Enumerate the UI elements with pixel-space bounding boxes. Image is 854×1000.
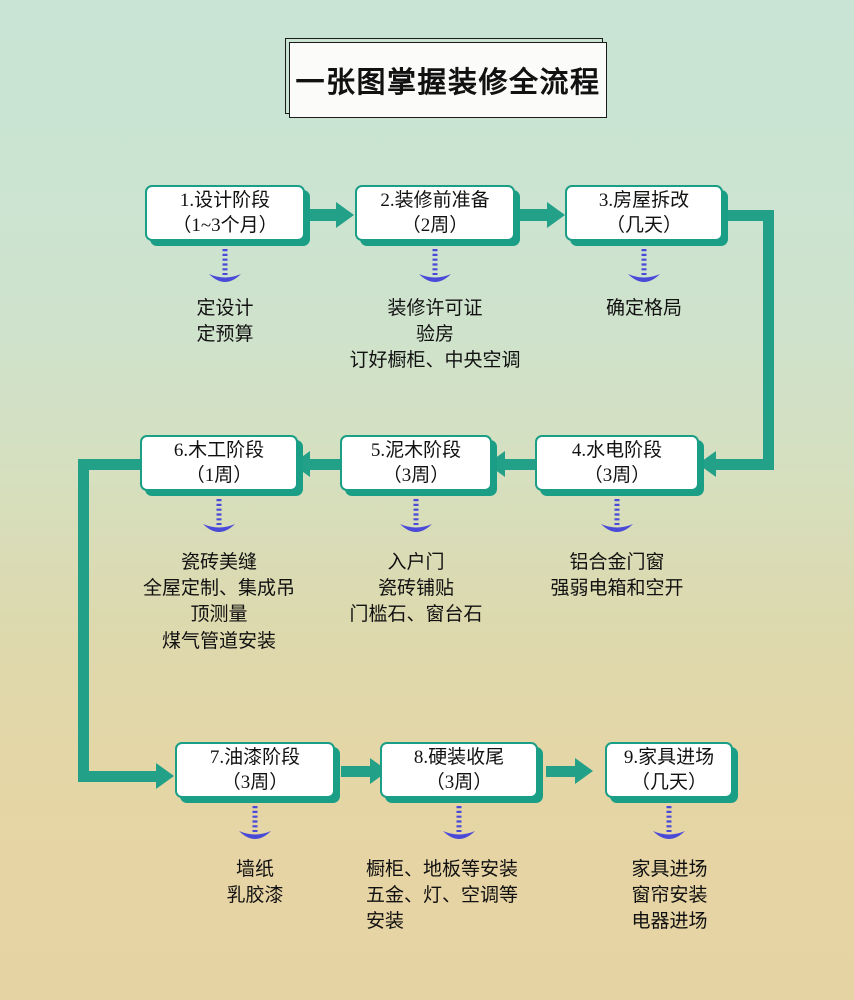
annotation-stage-7-line-1: 墙纸 (235, 859, 274, 880)
connector-8-to-9-line (546, 766, 576, 777)
node-stage-9[interactable]: 9.家具进场 （几天） (605, 742, 733, 798)
node-stage-2[interactable]: 2.装修前准备 （2周） (355, 185, 515, 241)
connector-2-to-3-arrowhead (547, 202, 565, 228)
annotation-stage-2-line-3: 订好橱柜、中央空调 (349, 350, 521, 372)
node-stage-4-name: 4.水电阶段 (571, 439, 663, 461)
annotation-stage-9-line-3: 电器进场 (631, 911, 708, 933)
connector-6-to-7-arrowhead (156, 763, 174, 789)
node-stage-5[interactable]: 5.泥木阶段 （3周） (340, 435, 492, 491)
node-stage-3[interactable]: 3.房屋拆改 （几天） (565, 185, 723, 241)
connector-7-to-8-line (341, 766, 371, 777)
title-outline-front (289, 42, 607, 118)
node-stage-7-name: 7.油漆阶段 (209, 746, 301, 768)
annotation-stage-4-line-1: 铝合金门窗 (569, 552, 665, 573)
node-stage-7-duration: （3周） (221, 772, 289, 793)
connector-4-to-5-line (505, 459, 537, 470)
annotation-stage-9-line-2: 窗帘安装 (631, 885, 708, 907)
connector-5-to-6-line (310, 459, 342, 470)
annotation-stage-6-line-1: 瓷砖美缝 (180, 552, 257, 573)
node-stage-8[interactable]: 8.硬装收尾 （3周） (380, 742, 538, 798)
node-stage-3-name: 3.房屋拆改 (598, 189, 690, 211)
connector-8-to-9-arrowhead (575, 758, 593, 784)
annotation-stage-7: 墙纸 乳胶漆 (175, 857, 335, 909)
dotted-arrow-stage-7 (239, 806, 271, 839)
annotation-stage-3: 确定格局 (564, 296, 724, 322)
annotation-stage-4: 铝合金门窗 强弱电箱和空开 (527, 550, 707, 602)
node-stage-9-duration: （几天） (630, 772, 707, 793)
node-stage-5-name: 5.泥木阶段 (370, 439, 462, 461)
dotted-arrow-stage-6 (203, 499, 235, 532)
connector-3-to-4-vertical (763, 210, 774, 470)
node-stage-6[interactable]: 6.木工阶段 （1周） (140, 435, 298, 491)
connector-1-to-2-line (305, 209, 337, 221)
annotation-stage-2: 装修许可证 验房 订好橱柜、中央空调 (315, 296, 555, 375)
annotation-stage-8-line-2: 五金、灯、空调等 (366, 885, 519, 907)
annotation-stage-1-line-2: 定预算 (196, 324, 254, 346)
node-stage-4-duration: （3周） (583, 465, 651, 486)
annotation-stage-3-line-1: 确定格局 (605, 298, 682, 319)
connector-6-to-7-horizontal-top (78, 459, 144, 470)
dotted-arrow-stage-9 (653, 806, 685, 839)
annotation-stage-8-line-1: 橱柜、地板等安装 (366, 859, 519, 880)
node-stage-5-duration: （3周） (382, 465, 450, 486)
connector-6-to-7-vertical (78, 459, 89, 777)
chart-title: 一张图掌握装修全流程 (285, 38, 609, 120)
annotation-stage-1-line-1: 定设计 (196, 298, 254, 319)
node-stage-6-name: 6.木工阶段 (173, 439, 265, 461)
node-stage-6-duration: （1周） (185, 465, 253, 486)
annotation-stage-6-line-2: 全屋定制、集成吊 (142, 578, 295, 600)
connector-1-to-2-arrowhead (336, 202, 354, 228)
dotted-arrow-stage-5 (400, 499, 432, 532)
annotation-stage-6-line-3: 顶测量 (190, 604, 248, 626)
dotted-arrow-stage-3 (628, 249, 660, 282)
dotted-arrow-stage-4 (601, 499, 633, 532)
annotation-stage-6-line-4: 煤气管道安装 (161, 630, 276, 652)
node-stage-1-duration: （1~3个月） (172, 215, 278, 236)
node-stage-4[interactable]: 4.水电阶段 （3周） (535, 435, 699, 491)
node-stage-1[interactable]: 1.设计阶段 （1~3个月） (145, 185, 305, 241)
dotted-arrow-stage-2 (419, 249, 451, 282)
connector-3-to-4-horizontal-bottom (716, 459, 774, 470)
node-stage-8-name: 8.硬装收尾 (413, 746, 505, 768)
annotation-stage-2-line-1: 装修许可证 (387, 298, 483, 319)
annotation-stage-6: 瓷砖美缝 全屋定制、集成吊 顶测量 煤气管道安装 (119, 550, 319, 655)
node-stage-2-duration: （2周） (401, 215, 469, 236)
connector-3-to-4-horizontal-top (722, 210, 774, 221)
annotation-stage-2-line-2: 验房 (415, 324, 454, 346)
node-stage-2-name: 2.装修前准备 (380, 189, 490, 211)
node-stage-1-name: 1.设计阶段 (179, 189, 271, 211)
annotation-stage-8-line-3: 安装 (366, 911, 405, 933)
node-stage-9-name: 9.家具进场 (623, 746, 715, 768)
annotation-stage-1: 定设计 定预算 (145, 296, 305, 348)
node-stage-8-duration: （3周） (425, 772, 493, 793)
node-stage-3-duration: （几天） (605, 215, 682, 236)
annotation-stage-8: 橱柜、地板等安装 五金、灯、空调等 安装 (366, 857, 566, 936)
chart-title-text: 一张图掌握装修全流程 (295, 65, 601, 99)
annotation-stage-9-line-1: 家具进场 (631, 859, 708, 880)
connector-2-to-3-line (516, 209, 548, 221)
annotation-stage-5-line-1: 入户门 (387, 552, 445, 573)
annotation-stage-5-line-2: 瓷砖铺贴 (377, 578, 454, 600)
annotation-stage-9: 家具进场 窗帘安装 电器进场 (592, 857, 747, 936)
annotation-stage-7-line-2: 乳胶漆 (226, 885, 284, 907)
annotation-stage-4-line-2: 强弱电箱和空开 (550, 578, 684, 600)
connector-6-to-7-horizontal-bottom (78, 771, 158, 782)
annotation-stage-5: 入户门 瓷砖铺贴 门槛石、窗台石 (336, 550, 496, 629)
node-stage-7[interactable]: 7.油漆阶段 （3周） (175, 742, 335, 798)
dotted-arrow-stage-8 (443, 806, 475, 839)
annotation-stage-5-line-3: 门槛石、窗台石 (349, 604, 483, 626)
dotted-arrow-stage-1 (209, 249, 241, 282)
